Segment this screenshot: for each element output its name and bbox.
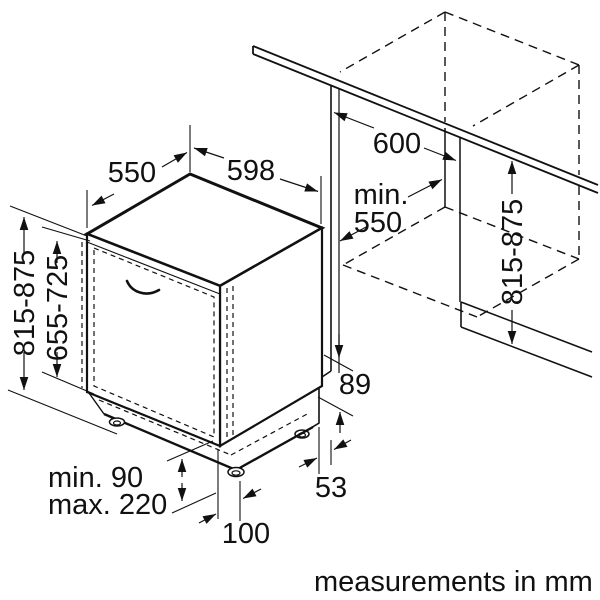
units-note: measurements in mm <box>314 566 593 598</box>
dim-label-door-panel-height: 655-725 <box>42 255 74 361</box>
arrow-min550-lower <box>339 225 369 242</box>
dim-label-plinth-max: max. 220 <box>48 489 167 521</box>
niche-plinth-top-edge <box>460 301 593 353</box>
appliance-base <box>88 392 314 478</box>
countertop-top-edge <box>252 45 599 186</box>
toe-kick-dashed-front <box>98 399 232 456</box>
appliance-front-face <box>85 232 222 448</box>
niche-walls <box>444 128 593 378</box>
arrow-550-right <box>161 151 188 168</box>
dim-label-top-width: 598 <box>227 155 275 187</box>
door-handle <box>125 279 161 295</box>
dimension-labels: 550 598 600 min. 550 815-875 655-725 815… <box>9 128 529 550</box>
arrow-100-right <box>242 488 262 500</box>
dim-label-top-depth: 550 <box>108 157 156 189</box>
dimension-arrows <box>19 111 517 524</box>
countertop <box>252 45 599 194</box>
niche-bottom-right-edge <box>444 206 580 260</box>
arrow-100-left <box>198 513 217 524</box>
appliance <box>81 172 326 478</box>
niche-bottom-left-edge <box>342 206 446 266</box>
dim-label-foot-setback: 100 <box>222 518 270 550</box>
dim-label-appliance-height: 815-875 <box>9 250 41 356</box>
niche-bottom-front-right-edge <box>476 258 580 318</box>
dim-label-niche-depth-min-value: 550 <box>354 207 402 239</box>
dim-label-base-side-recess: 53 <box>315 472 347 504</box>
arrow-53-right <box>333 439 352 451</box>
leveling-foot-front <box>227 466 245 478</box>
countertop-bottom-edge <box>252 53 599 194</box>
extension-lines <box>7 125 354 521</box>
niche-bottom-front-left-edge <box>342 264 478 318</box>
arrow-600-left <box>333 111 375 129</box>
niche-top-right-edge <box>444 11 580 66</box>
leveling-foot-left <box>108 417 126 427</box>
toe-kick-dashed-right <box>230 412 310 456</box>
arrow-598-right <box>279 178 319 193</box>
base-bottom-right-edge <box>235 425 314 472</box>
dim-label-niche-height: 815-875 <box>497 199 529 305</box>
dim-label-plinth-min: min. 90 <box>48 462 143 494</box>
dim-label-niche-depth-min-word: min. <box>354 179 409 211</box>
niche-front-right-top-edge <box>472 64 580 127</box>
niche-plinth-bottom-edge <box>460 326 593 378</box>
door-top-line <box>86 241 221 295</box>
arrow-598-left <box>193 147 225 159</box>
niche-top-left-edge <box>339 11 446 73</box>
base-bottom-front-edge <box>103 412 237 472</box>
niche-outline-dashed <box>339 11 580 318</box>
arrow-600-right <box>423 147 457 162</box>
arrow-550-left <box>91 193 115 207</box>
dim-label-base-step-height: 89 <box>339 369 371 401</box>
arrow-min550-upper <box>407 178 443 198</box>
dim-label-niche-width: 600 <box>373 128 421 160</box>
base-left-edge <box>88 392 105 415</box>
arrow-53-left <box>298 457 318 468</box>
